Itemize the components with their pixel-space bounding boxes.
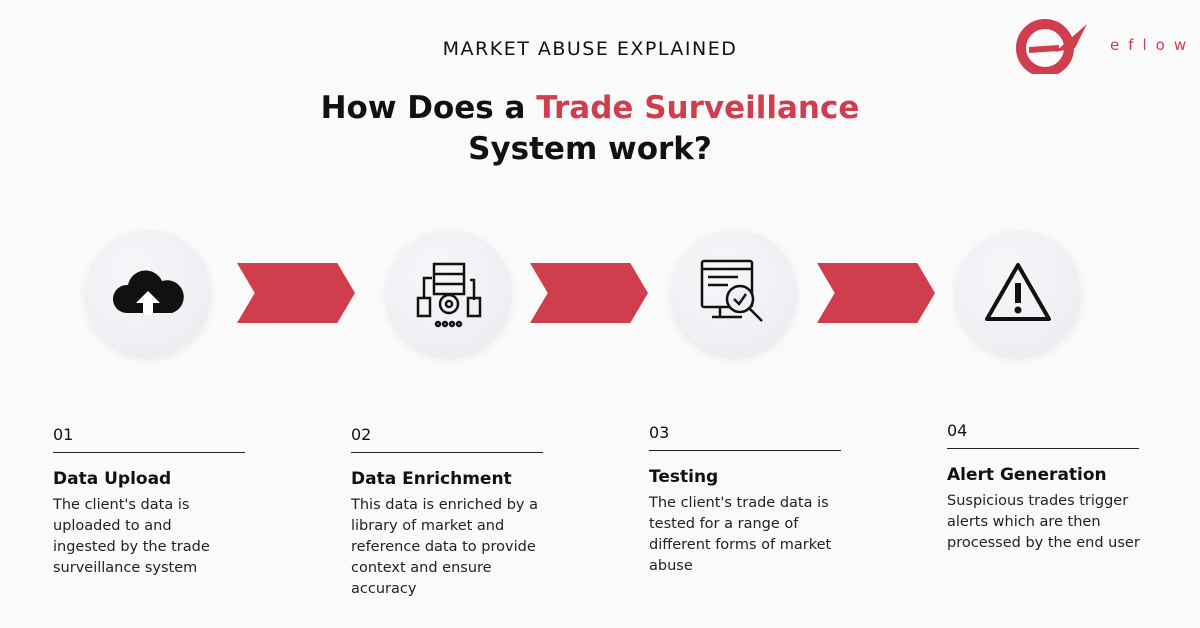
- logo: eflow: [1015, 18, 1196, 77]
- page-title: How Does a Trade Surveillance System wor…: [0, 88, 1180, 170]
- step-number: 01: [53, 425, 74, 444]
- step-4: 04 Alert Generation Suspicious trades tr…: [947, 421, 1147, 554]
- arrow-chevron: [817, 263, 935, 323]
- cloud-upload-icon: [112, 270, 184, 315]
- warning-icon: [985, 263, 1051, 321]
- divider: [351, 452, 543, 453]
- arrow-chevron: [530, 263, 648, 323]
- headline-post: System work?: [468, 131, 712, 167]
- step-title: Data Upload: [53, 469, 172, 489]
- headline-pre: How Does a: [320, 90, 537, 126]
- step-1: 01 Data Upload The client's data is uplo…: [53, 425, 253, 579]
- kicker: MARKET ABUSE EXPLAINED: [442, 38, 738, 60]
- logo-text: eflow: [1110, 36, 1196, 54]
- headline-accent: Trade Surveillance: [536, 90, 860, 126]
- step-number: 02: [351, 425, 372, 444]
- step-1-circle: [85, 230, 211, 356]
- arrow-chevron: [237, 263, 355, 323]
- step-description: Suspicious trades trigger alerts which a…: [947, 493, 1140, 551]
- step-description: This data is enriched by a library of ma…: [351, 497, 538, 597]
- data-processing-icon: [416, 262, 482, 328]
- step-number: 04: [947, 421, 968, 440]
- step-2: 02 Data Enrichment This data is enriched…: [351, 425, 551, 600]
- step-title: Testing: [649, 467, 719, 487]
- step-2-circle: [386, 230, 512, 356]
- step-description: The client's trade data is tested for a …: [649, 495, 832, 574]
- step-3: 03 Testing The client's trade data is te…: [649, 423, 849, 577]
- divider: [53, 452, 245, 453]
- monitor-search-icon: [700, 259, 763, 322]
- step-title: Alert Generation: [947, 465, 1107, 485]
- step-number: 03: [649, 423, 670, 442]
- step-4-circle: [955, 230, 1081, 356]
- divider: [649, 450, 841, 451]
- step-description: The client's data is uploaded to and ing…: [53, 497, 210, 576]
- divider: [947, 448, 1139, 449]
- step-title: Data Enrichment: [351, 469, 512, 489]
- step-3-circle: [671, 230, 797, 356]
- eflow-logo-icon: [1016, 19, 1087, 77]
